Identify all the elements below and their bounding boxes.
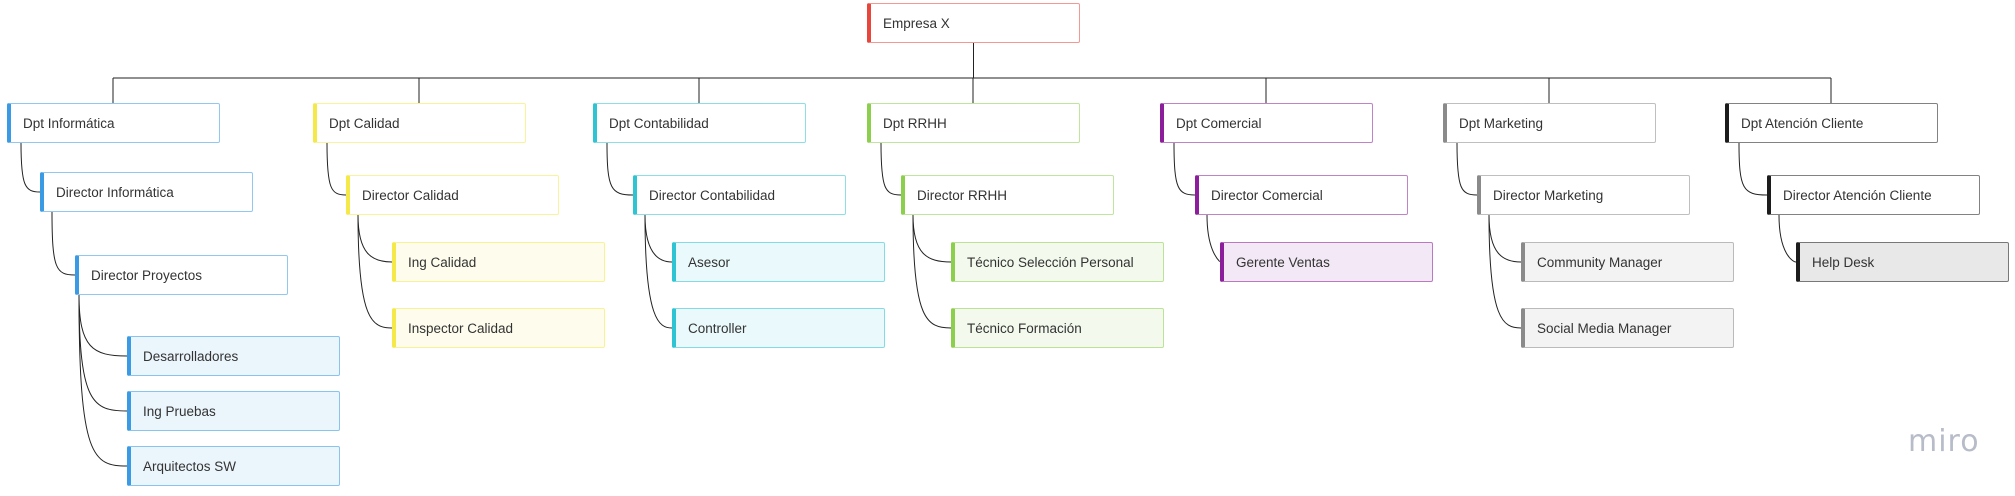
connector-director <box>1173 142 1196 196</box>
connector-leaf <box>357 214 393 329</box>
dept-node[interactable]: Dpt Atención Cliente <box>1725 103 1938 143</box>
connector-director <box>326 142 347 196</box>
dept-node[interactable]: Dpt Informática <box>7 103 220 143</box>
connector-director <box>1738 142 1768 196</box>
leaf-node[interactable]: Social Media Manager <box>1521 308 1734 348</box>
connector-leaf <box>78 294 128 467</box>
connector-leaf <box>912 214 952 263</box>
sub-director-node[interactable]: Director Proyectos <box>75 255 288 295</box>
connector-leaf <box>644 214 673 263</box>
dept-node[interactable]: Dpt Contabilidad <box>593 103 806 143</box>
connector-leaf <box>357 214 393 263</box>
root-node[interactable]: Empresa X <box>867 3 1080 43</box>
leaf-node[interactable]: Técnico Selección Personal <box>951 242 1164 282</box>
director-node[interactable]: Director Atención Cliente <box>1767 175 1980 215</box>
dept-node[interactable]: Dpt RRHH <box>867 103 1080 143</box>
director-node[interactable]: Director Contabilidad <box>633 175 846 215</box>
connector-leaf <box>1206 214 1221 263</box>
connector-director <box>880 142 902 196</box>
director-node[interactable]: Director Informática <box>40 172 253 212</box>
miro-logo: miro <box>1908 424 1980 459</box>
dept-node[interactable]: Dpt Marketing <box>1443 103 1656 143</box>
leaf-node[interactable]: Community Manager <box>1521 242 1734 282</box>
leaf-node[interactable]: Ing Calidad <box>392 242 605 282</box>
leaf-node[interactable]: Inspector Calidad <box>392 308 605 348</box>
connector-director <box>1456 142 1478 196</box>
leaf-node[interactable]: Asesor <box>672 242 885 282</box>
connector-sub <box>51 211 76 276</box>
director-node[interactable]: Director Calidad <box>346 175 559 215</box>
leaf-node[interactable]: Gerente Ventas <box>1220 242 1433 282</box>
director-node[interactable]: Director RRHH <box>901 175 1114 215</box>
connector-leaf <box>1778 214 1797 263</box>
leaf-node[interactable]: Técnico Formación <box>951 308 1164 348</box>
connector-leaf <box>78 294 128 412</box>
leaf-node[interactable]: Ing Pruebas <box>127 391 340 431</box>
connector-leaf <box>644 214 673 329</box>
connector-leaf <box>912 214 952 329</box>
leaf-node[interactable]: Desarrolladores <box>127 336 340 376</box>
connector-leaf <box>1488 214 1522 263</box>
dept-node[interactable]: Dpt Calidad <box>313 103 526 143</box>
director-node[interactable]: Director Comercial <box>1195 175 1408 215</box>
connector-leaf <box>78 294 128 357</box>
dept-node[interactable]: Dpt Comercial <box>1160 103 1373 143</box>
connector-director <box>606 142 634 196</box>
connector-director <box>20 142 41 193</box>
director-node[interactable]: Director Marketing <box>1477 175 1690 215</box>
leaf-node[interactable]: Controller <box>672 308 885 348</box>
leaf-node[interactable]: Help Desk <box>1796 242 2009 282</box>
leaf-node[interactable]: Arquitectos SW <box>127 446 340 486</box>
connector-leaf <box>1488 214 1522 329</box>
